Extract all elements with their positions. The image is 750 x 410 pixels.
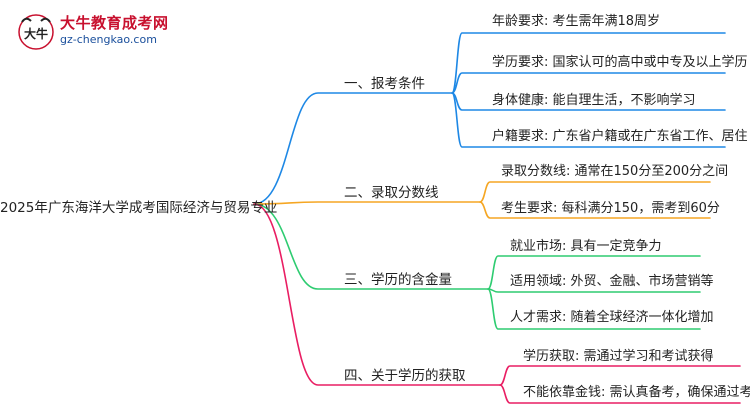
logo-url: gz-chengkao.com <box>60 33 157 46</box>
leaf-connector <box>487 255 701 290</box>
leaf-health-requirement: 身体健康: 能自理生活，不影响学习 <box>492 93 696 108</box>
branch-connector <box>253 201 481 205</box>
leaf-job-market: 就业市场: 具有一定竞争力 <box>510 239 662 254</box>
leaf-connector <box>479 201 711 219</box>
branch-label-degree-value: 三、学历的含金量 <box>344 272 452 288</box>
logo-title: 大牛教育成考网 <box>60 14 169 32</box>
leaf-connector <box>451 92 726 148</box>
leaf-connector <box>499 384 741 404</box>
leaf-applicable-fields: 适用领域: 外贸、金融、市场营销等 <box>510 274 714 289</box>
site-logo[interactable]: 大牛 大牛教育成考网 gz-chengkao.com <box>8 10 168 52</box>
leaf-admission-score: 录取分数线: 通常在150分至200分之间 <box>501 164 729 179</box>
leaf-connector <box>487 288 701 330</box>
branch-connector <box>253 203 489 290</box>
root-topic: 2025年广东海洋大学成考国际经济与贸易专业 <box>0 200 278 216</box>
branch-label-registration-conditions: 一、报考条件 <box>344 76 425 92</box>
branch-label-degree-acquisition: 四、关于学历的获取 <box>344 368 466 384</box>
leaf-degree-acquisition: 学历获取: 需通过学习和考试获得 <box>523 349 714 364</box>
branch-connector <box>253 203 501 386</box>
leaf-connector <box>487 288 701 293</box>
leaf-education-requirement: 学历要求: 国家认可的高中或中专及以上学历 <box>492 55 748 70</box>
branch-label-admission-score: 二、录取分数线 <box>344 185 439 201</box>
leaf-age-requirement: 年龄要求: 考生需年满18周岁 <box>492 14 661 29</box>
logo-mark-text: 大牛 <box>24 26 48 41</box>
branch-connector <box>253 92 453 205</box>
leaf-connector <box>499 365 741 386</box>
bull-logo-icon: 大牛 <box>18 14 54 50</box>
leaf-no-money-shortcut: 不能依靠金钱: 需认真备考，确保通过考试 <box>523 385 750 400</box>
leaf-examinee-requirement: 考生要求: 每科满分150，需考到60分 <box>501 201 720 216</box>
leaf-connector <box>451 72 726 94</box>
leaf-connector <box>479 181 711 203</box>
leaf-talent-demand: 人才需求: 随着全球经济一体化增加 <box>510 310 714 325</box>
leaf-household-requirement: 户籍要求: 广东省户籍或在广东省工作、居住 <box>492 129 748 144</box>
